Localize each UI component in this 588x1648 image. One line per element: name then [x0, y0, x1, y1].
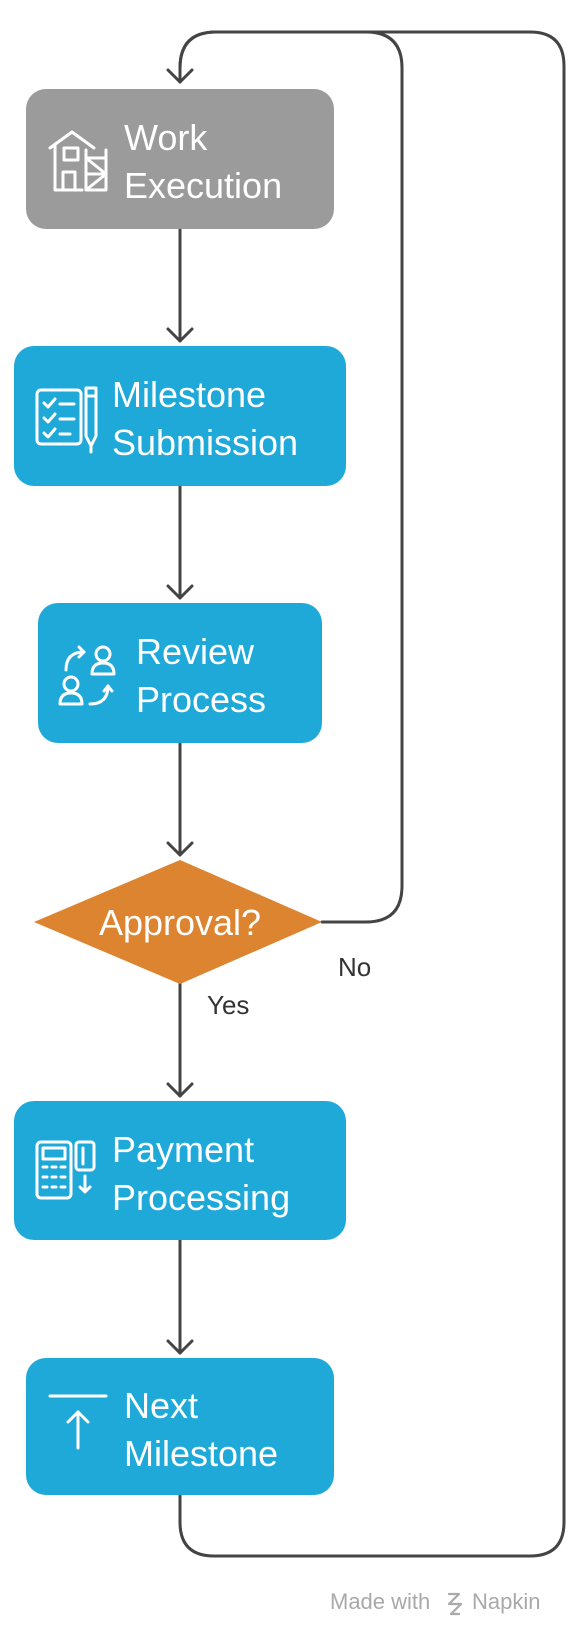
node-payment-processing-box	[14, 1101, 346, 1240]
arrowhead-into-approval	[166, 841, 194, 857]
node-review-process-box	[38, 603, 322, 743]
arrowhead-into-submit	[166, 327, 194, 343]
house-scaffold-icon	[48, 130, 108, 192]
arrowhead-into-review	[166, 584, 194, 600]
edge-label-yes: Yes	[207, 990, 249, 1020]
node-next-milestone-box	[26, 1358, 334, 1495]
node-payment-processing-line2: Processing	[112, 1177, 290, 1218]
footer-made-with-napkin: Made with Napkin	[330, 1589, 540, 1616]
arrowhead-into-next	[166, 1339, 194, 1355]
edge-label-no: No	[338, 952, 371, 982]
node-review-process: Review Process	[38, 603, 322, 743]
node-milestone-submission-box	[14, 346, 346, 486]
node-next-milestone-line1: Next	[124, 1385, 198, 1426]
node-work-execution-line2: Execution	[124, 165, 282, 206]
node-review-process-line1: Review	[136, 631, 255, 672]
arrowhead-into-payment	[166, 1082, 194, 1098]
napkin-logo-icon	[447, 1592, 463, 1616]
node-next-milestone-line2: Milestone	[124, 1433, 278, 1474]
arrow-up-bar-icon	[48, 1394, 108, 1450]
node-milestone-submission-line1: Milestone	[112, 374, 266, 415]
node-milestone-submission: Milestone Submission	[14, 346, 346, 486]
arrowhead-into-work	[166, 68, 194, 84]
node-payment-processing-line1: Payment	[112, 1129, 254, 1170]
node-approval-label: Approval?	[99, 902, 261, 943]
calculator-card-icon	[35, 1140, 96, 1200]
node-payment-processing: Payment Processing	[14, 1101, 346, 1240]
node-review-process-line2: Process	[136, 679, 266, 720]
checklist-pen-icon	[35, 386, 98, 454]
node-work-execution: Work Execution	[26, 89, 334, 229]
node-work-execution-box	[26, 89, 334, 229]
node-approval-decision: Approval?	[34, 860, 322, 984]
node-work-execution-line1: Work	[124, 117, 208, 158]
people-exchange-icon	[58, 645, 116, 706]
node-next-milestone: Next Milestone	[26, 1358, 334, 1495]
footer-made-with-text: Made with	[330, 1589, 430, 1614]
edge-next-to-work	[178, 30, 566, 1558]
node-approval-diamond	[34, 860, 322, 984]
footer-brand-text: Napkin	[472, 1589, 540, 1614]
node-milestone-submission-line2: Submission	[112, 422, 298, 463]
